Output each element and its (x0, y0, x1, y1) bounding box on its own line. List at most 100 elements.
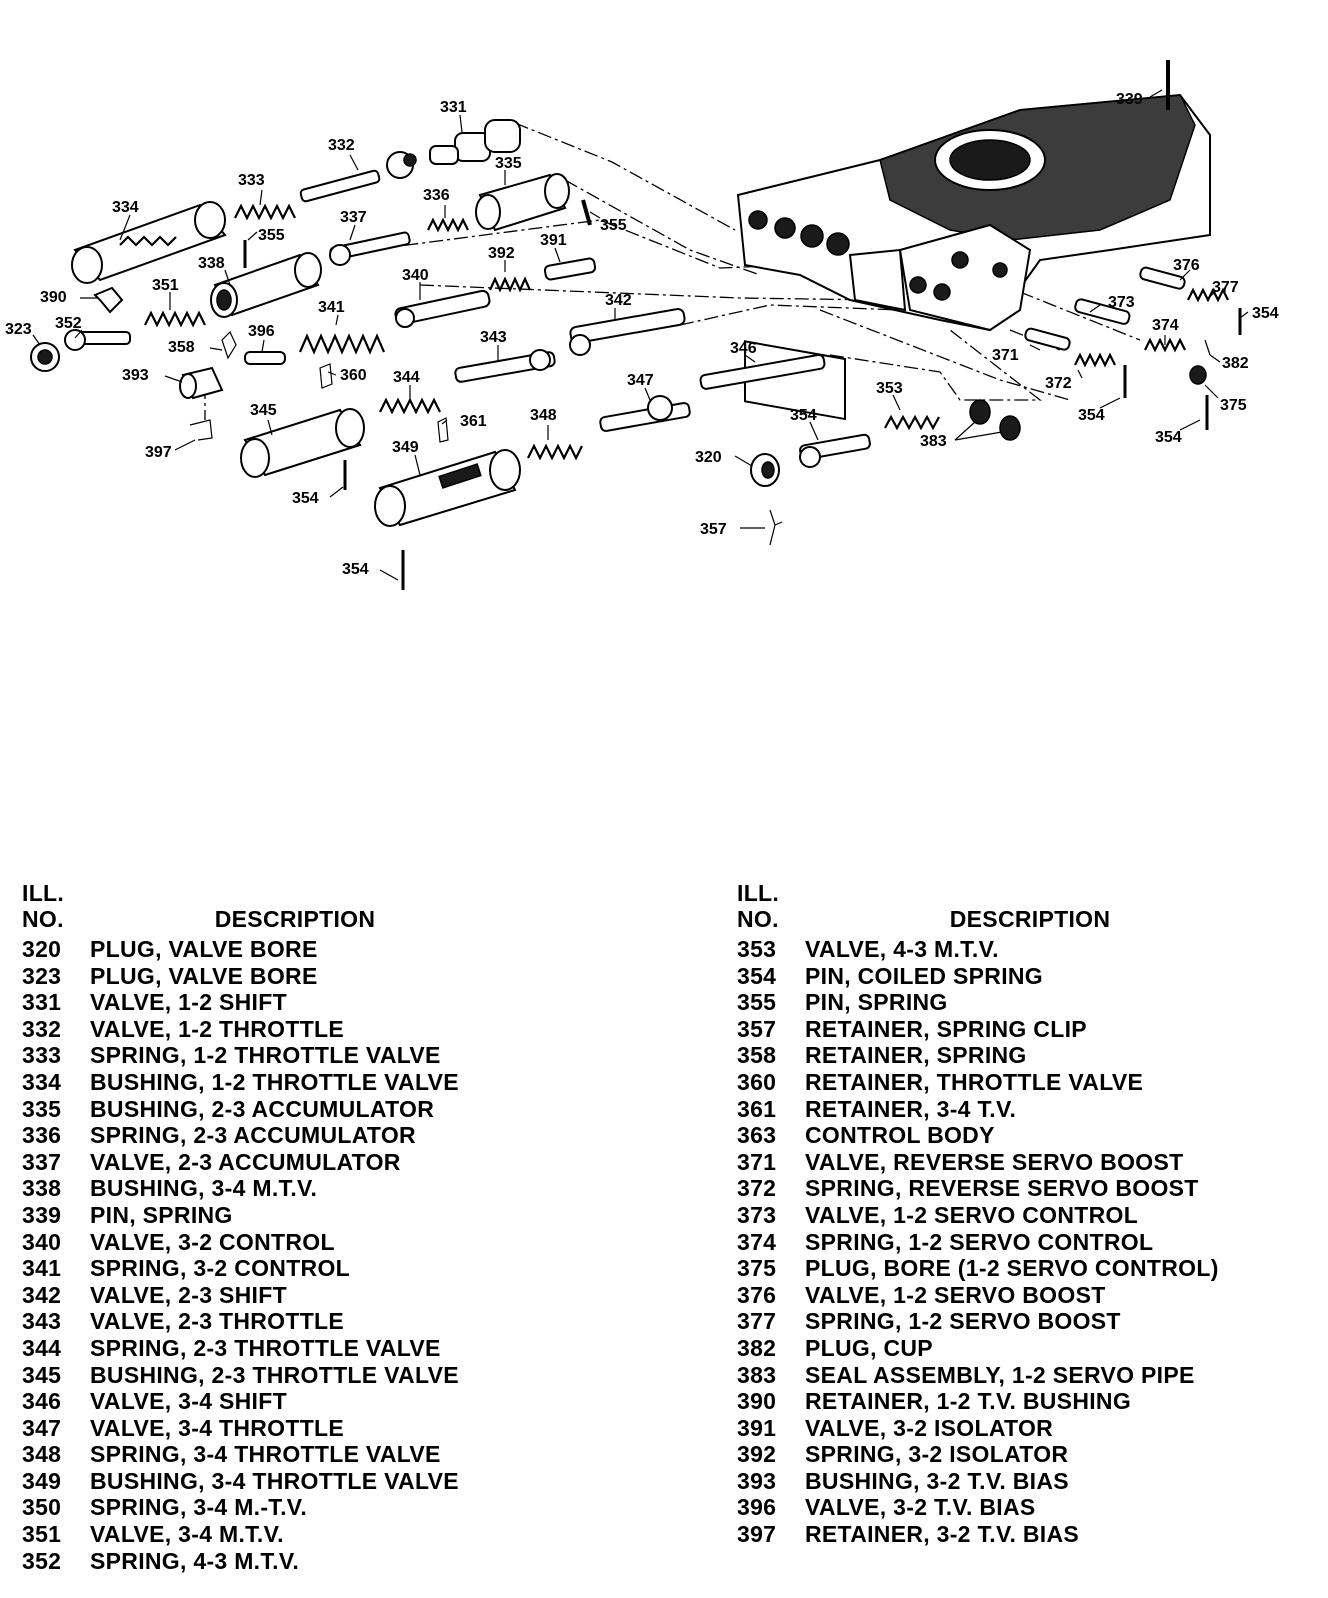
part-description: BUSHING, 1-2 THROTTLE VALVE (90, 1068, 459, 1095)
retainer-390 (93, 286, 124, 314)
callout-345: 345 (250, 402, 277, 419)
part-description: PLUG, VALVE BORE (90, 936, 318, 962)
part-number: 336 (22, 1122, 62, 1149)
callout-338: 338 (198, 255, 225, 272)
callout-342: 342 (605, 292, 632, 309)
valve-351 (64, 329, 131, 351)
valve-376 (1139, 266, 1186, 290)
part-description: BUSHING, 3-2 T.V. BIAS (805, 1467, 1069, 1494)
part-number: 382 (737, 1334, 777, 1361)
callout-358: 358 (168, 339, 195, 356)
legend-row: 361 RETAINER, 3-4 T.V. (737, 1096, 1297, 1123)
part-number: 335 (22, 1095, 62, 1122)
legend-row: 352 SPRING, 4-3 M.T.V. (22, 1548, 542, 1575)
pin-355-upper (581, 199, 592, 226)
control-body (736, 93, 1211, 421)
retainer-361 (437, 417, 449, 443)
part-number: 375 (737, 1255, 777, 1282)
part-description: VALVE, REVERSE SERVO BOOST (805, 1148, 1184, 1175)
spring-341 (298, 333, 386, 355)
bushing-345 (240, 408, 365, 478)
callout-341: 341 (318, 299, 345, 316)
spring-350 (144, 310, 206, 328)
part-number: 333 (22, 1042, 62, 1069)
valve-342 (569, 308, 686, 356)
legend-row: 333 SPRING, 1-2 THROTTLE VALVE (22, 1042, 542, 1069)
plug-375 (1189, 365, 1207, 385)
part-number: 354 (737, 962, 777, 989)
callout-353: 354 (790, 407, 817, 424)
callout-350: 351 (152, 277, 179, 294)
part-description: VALVE, 2-3 ACCUMULATOR (90, 1148, 401, 1175)
callout-343: 343 (480, 329, 507, 346)
part-number: 363 (737, 1122, 777, 1149)
part-description: RETAINER, 3-4 T.V. (805, 1095, 1017, 1122)
callout-354-a: 354 (292, 490, 319, 507)
callout-344: 344 (393, 369, 420, 386)
part-number: 342 (22, 1281, 62, 1308)
callout-351: 352 (55, 315, 82, 332)
part-number: 397 (737, 1521, 777, 1548)
callout-397: 397 (145, 444, 172, 461)
part-description: BUSHING, 3-4 THROTTLE VALVE (90, 1467, 459, 1494)
callout-335: 335 (495, 155, 522, 172)
part-description: SPRING, 2-3 THROTTLE VALVE (90, 1334, 441, 1361)
valve-371 (1024, 327, 1071, 351)
part-description: SEAL ASSEMBLY, 1-2 SERVO PIPE (805, 1361, 1195, 1388)
spring-392 (488, 276, 532, 293)
callout-391: 391 (540, 232, 567, 249)
valve-337 (329, 231, 411, 266)
part-number: 358 (737, 1042, 777, 1069)
legend-row: 358 RETAINER, SPRING (737, 1042, 1297, 1069)
callout-355-lower: 355 (258, 227, 285, 244)
callout-334: 334 (112, 199, 139, 216)
exploded-parts-diagram: 331 332 333 334 335 336 337 355 355 338 … (5, 60, 1279, 590)
part-number: 351 (22, 1521, 62, 1548)
retainer-358 (221, 330, 237, 360)
callout-339: 339 (1116, 91, 1143, 108)
part-number: 344 (22, 1334, 62, 1361)
part-description: SPRING, 4-3 M.T.V. (90, 1547, 300, 1574)
part-description: VALVE, 3-4 THROTTLE (90, 1414, 345, 1441)
valve-347 (599, 395, 691, 432)
part-number: 339 (22, 1201, 62, 1228)
part-number: 348 (22, 1441, 62, 1468)
part-description: SPRING, 1-2 THROTTLE VALVE (90, 1042, 441, 1069)
callout-347: 347 (627, 372, 654, 389)
callout-333: 333 (238, 172, 265, 189)
callout-331: 331 (440, 99, 467, 116)
valve-346 (699, 353, 826, 390)
callout-375: 375 (1220, 397, 1247, 414)
callout-392: 392 (488, 245, 515, 262)
leader-lines (32, 89, 1249, 581)
part-number: 393 (737, 1467, 777, 1494)
part-number: 352 (22, 1547, 62, 1574)
part-description: RETAINER, SPRING (805, 1042, 1027, 1069)
part-number: 361 (737, 1095, 777, 1122)
part-description: VALVE, 3-2 CONTROL (90, 1228, 335, 1255)
callout-360: 360 (340, 367, 367, 384)
part-description: VALVE, 3-4 SHIFT (90, 1388, 287, 1415)
part-number: 345 (22, 1361, 62, 1388)
